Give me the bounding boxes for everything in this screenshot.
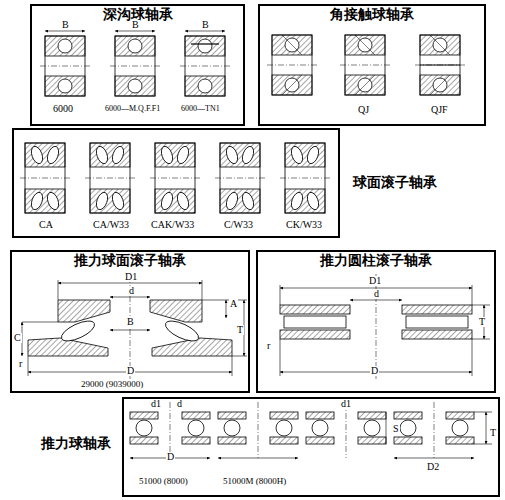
dimension-label: D1 bbox=[368, 276, 382, 286]
dimension-label: C/W33 bbox=[223, 220, 254, 230]
dimension-label: T bbox=[478, 317, 486, 327]
panel-heading: 推力球轴承 bbox=[38, 435, 114, 452]
dimension-label: 6000—M.Q.F.F1 bbox=[104, 105, 161, 113]
dimension-label: r bbox=[266, 341, 271, 351]
dimension-label: d bbox=[128, 286, 135, 296]
dimension-label: d1 bbox=[340, 399, 352, 409]
dimension-label: B bbox=[201, 20, 210, 30]
panel-heading: 推力球面滚子轴承 bbox=[71, 252, 189, 269]
dimension-label: CA bbox=[38, 220, 54, 230]
dimension-label: 6000 bbox=[52, 104, 74, 114]
dimension-label: T bbox=[236, 325, 244, 335]
dimension-label: 51000 (8000) bbox=[138, 477, 189, 486]
dimension-label: CK/W33 bbox=[285, 220, 323, 230]
dimension-label: 29000 (9039000) bbox=[80, 380, 144, 389]
dimension-label: d1 bbox=[150, 399, 162, 409]
dimension-label: CA/W33 bbox=[92, 220, 130, 230]
dimension-label: D bbox=[370, 366, 379, 376]
dimension-label: r bbox=[18, 359, 23, 369]
dimension-label: D bbox=[126, 366, 135, 376]
bearing-panel: 角接触球轴承 bbox=[258, 4, 486, 126]
dimension-label: A bbox=[229, 299, 238, 309]
dimension-label: QJ bbox=[357, 105, 370, 115]
dimension-label: 51000M (8000H) bbox=[222, 477, 287, 486]
dimension-label: QJF bbox=[430, 105, 449, 115]
dimension-label: D bbox=[166, 452, 175, 462]
dimension-label: CAK/W33 bbox=[150, 220, 195, 230]
dimension-label: 6000—TN1 bbox=[180, 105, 221, 113]
dimension-label: B bbox=[126, 317, 135, 327]
panel-heading: 球面滚子轴承 bbox=[350, 174, 440, 191]
dimension-label: T bbox=[489, 428, 497, 438]
dimension-label: D1 bbox=[124, 272, 138, 282]
dimension-label: d bbox=[373, 289, 380, 299]
dimension-label: B bbox=[131, 20, 140, 30]
dimension-label: D2 bbox=[426, 462, 440, 472]
panel-heading: 角接触球轴承 bbox=[327, 6, 417, 23]
dimension-label: B bbox=[61, 20, 70, 30]
panel-heading: 推力圆柱滚子轴承 bbox=[317, 252, 435, 269]
dimension-label: d bbox=[176, 399, 183, 409]
dimension-label: C bbox=[13, 333, 22, 343]
dimension-label: S bbox=[392, 424, 400, 434]
